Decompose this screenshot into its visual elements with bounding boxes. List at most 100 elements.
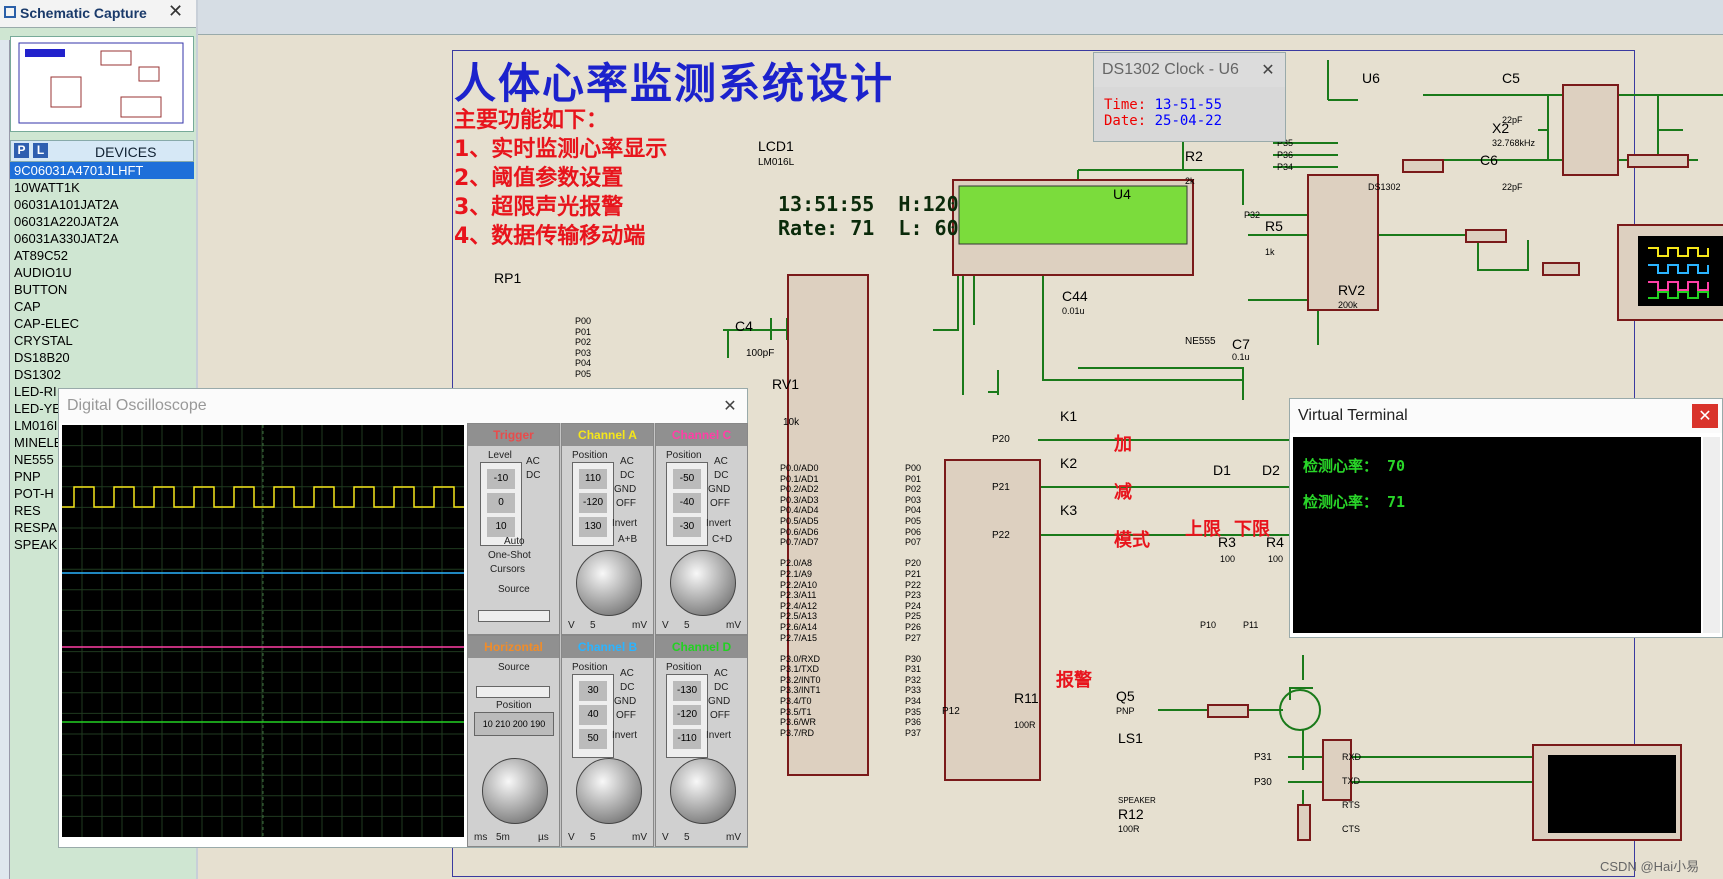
feature-2: 2、阈值参数设置: [454, 166, 624, 191]
trigger-source-slider[interactable]: [478, 610, 550, 622]
device-item[interactable]: MINELE: [14, 435, 63, 450]
c-off[interactable]: OFF: [710, 498, 730, 509]
d-invert[interactable]: Invert: [706, 730, 732, 741]
device-item[interactable]: PNP: [14, 469, 41, 484]
d-off[interactable]: OFF: [710, 710, 730, 721]
c6-label: C6: [1480, 152, 1498, 168]
device-item[interactable]: CAP-ELEC: [14, 316, 80, 331]
terminal-scrollbar[interactable]: [1703, 437, 1720, 633]
h-scale: 5m: [496, 832, 510, 843]
d-ac[interactable]: AC: [714, 668, 728, 679]
left-scrollbar[interactable]: [0, 40, 10, 879]
timebase-knob[interactable]: [482, 758, 548, 824]
device-item[interactable]: POT-H: [14, 486, 54, 501]
ne555-label: NE555: [1185, 336, 1216, 347]
a-dc[interactable]: DC: [620, 470, 635, 481]
devices-title: DEVICES: [95, 144, 157, 160]
device-item[interactable]: AT89C52: [14, 248, 68, 263]
ds1302-clock-window[interactable]: DS1302 Clock - U6 ✕ Time: 13-51-55 Date:…: [1093, 52, 1286, 142]
d-gnd[interactable]: GND: [708, 696, 731, 707]
mcu-pin-label: P2.5/A13: [780, 611, 818, 622]
device-item[interactable]: SPEAK: [14, 537, 58, 552]
virtual-terminal-window[interactable]: Virtual Terminal ✕ 检测心率： 70 检测心率： 71: [1289, 398, 1723, 638]
c-dc[interactable]: DC: [714, 470, 729, 481]
channel-b-position-dial[interactable]: 30 40 50: [572, 674, 614, 758]
scope-display[interactable]: [62, 425, 502, 837]
b-dc[interactable]: DC: [620, 682, 635, 693]
digital-oscilloscope-window[interactable]: Digital Oscilloscope ✕ Trigger Level -10…: [58, 388, 748, 848]
oneshot-button[interactable]: One-Shot: [488, 550, 531, 561]
device-item[interactable]: LED-RI: [14, 384, 57, 399]
channel-c-position-dial[interactable]: -50 -40 -30: [666, 462, 708, 546]
date-label: Date:: [1104, 113, 1147, 129]
horizontal-position-dial[interactable]: 10 210 200 190: [474, 712, 554, 736]
device-item[interactable]: 06031A330JAT2A: [14, 231, 119, 246]
trigger-dc[interactable]: DC: [526, 470, 541, 481]
a-off[interactable]: OFF: [616, 498, 636, 509]
vterm-close-button[interactable]: ✕: [1692, 404, 1718, 428]
c44-value: 0.01u: [1062, 306, 1085, 316]
channel-b-gain-knob[interactable]: [576, 758, 642, 824]
library-button[interactable]: L: [33, 143, 48, 158]
c-ac[interactable]: AC: [714, 456, 728, 467]
schematic-capture-tab[interactable]: Schematic Capture ✕: [0, 0, 196, 28]
trigger-ac[interactable]: AC: [526, 456, 540, 467]
overview-preview[interactable]: [10, 36, 194, 132]
vterm-titlebar[interactable]: Virtual Terminal ✕: [1290, 399, 1722, 433]
r12-label: R12: [1118, 806, 1144, 822]
device-item[interactable]: LM016I: [14, 418, 58, 433]
terminal-screen[interactable]: 检测心率： 70 检测心率： 71: [1293, 437, 1701, 633]
c-invert[interactable]: Invert: [706, 518, 732, 529]
device-item[interactable]: NE555: [14, 452, 54, 467]
a-gnd[interactable]: GND: [614, 484, 637, 495]
horizontal-source-slider[interactable]: [476, 686, 550, 698]
clock-close-button[interactable]: ✕: [1261, 60, 1275, 79]
mcu-net-label: P30: [905, 653, 922, 664]
device-item[interactable]: RES: [14, 503, 41, 518]
speaker-label: SPEAKER: [1118, 796, 1156, 805]
osc-titlebar[interactable]: Digital Oscilloscope ✕: [59, 389, 747, 423]
device-item[interactable]: 06031A101JAT2A: [14, 197, 119, 212]
device-item[interactable]: 10WATT1K: [14, 180, 80, 195]
device-item[interactable]: LED-YE: [14, 401, 61, 416]
device-item[interactable]: RESPA: [14, 520, 58, 535]
device-item[interactable]: CAP: [14, 299, 41, 314]
x2-label: X2: [1492, 120, 1510, 136]
osc-close-button[interactable]: ✕: [723, 396, 737, 415]
channel-a-gain-knob[interactable]: [576, 550, 642, 616]
b-invert[interactable]: Invert: [612, 730, 638, 741]
channel-d-gain-knob[interactable]: [670, 758, 736, 824]
device-item[interactable]: CRYSTAL: [14, 333, 73, 348]
auto-button[interactable]: Auto: [504, 536, 525, 547]
a-plus-b[interactable]: A+B: [618, 534, 638, 545]
channel-c-gain-knob[interactable]: [670, 550, 736, 616]
q5-label: Q5: [1116, 688, 1135, 704]
d-unit-v: V: [662, 832, 669, 843]
pick-device-button[interactable]: P: [14, 143, 29, 158]
osc-control-panel: Trigger Level -10 0 10 AC DC Auto One-Sh…: [467, 423, 748, 847]
ls1-label: LS1: [1118, 730, 1143, 746]
b-off[interactable]: OFF: [616, 710, 636, 721]
rp1-net-label: P01: [575, 326, 592, 337]
a-ac[interactable]: AC: [620, 456, 634, 467]
device-item[interactable]: 9C06031A4701JLHFT: [10, 162, 194, 179]
channel-a-position-dial[interactable]: 110 -120 130: [572, 462, 614, 546]
c-gnd[interactable]: GND: [708, 484, 731, 495]
clock-titlebar[interactable]: DS1302 Clock - U6 ✕: [1094, 53, 1285, 87]
c-plus-d[interactable]: C+D: [712, 534, 733, 545]
close-tab-icon[interactable]: ✕: [168, 1, 184, 22]
device-item[interactable]: BUTTON: [14, 282, 68, 297]
trigger-level-dial[interactable]: -10 0 10: [480, 462, 522, 546]
a-invert[interactable]: Invert: [612, 518, 638, 529]
b-gnd[interactable]: GND: [614, 696, 637, 707]
b-ac[interactable]: AC: [620, 668, 634, 679]
d-dc[interactable]: DC: [714, 682, 729, 693]
mcu-pin-label: P2.1/A9: [780, 568, 813, 579]
device-item[interactable]: 06031A220JAT2A: [14, 214, 119, 229]
channel-d-position-dial[interactable]: -130 -120 -110: [666, 674, 708, 758]
device-item[interactable]: AUDIO1U: [14, 265, 72, 280]
device-item[interactable]: DS1302: [14, 367, 61, 382]
device-item[interactable]: DS18B20: [14, 350, 70, 365]
cursors-button[interactable]: Cursors: [490, 564, 526, 575]
c4-value: 100pF: [746, 348, 775, 359]
